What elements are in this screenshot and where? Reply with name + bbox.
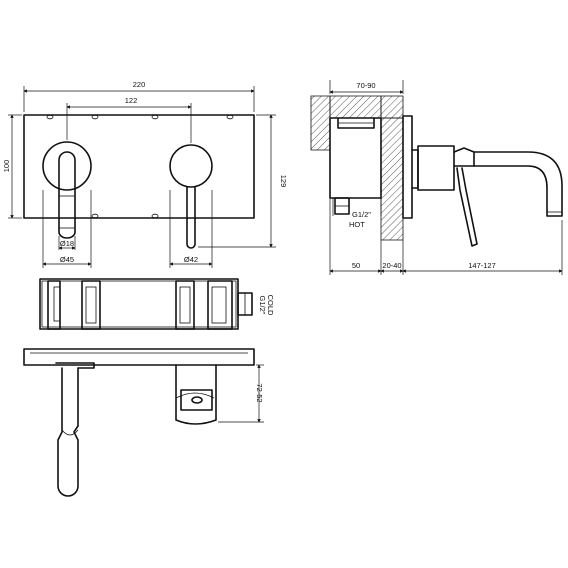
spout-rosette — [42, 141, 92, 191]
cold-label: COLD — [266, 295, 275, 316]
dim-plate-width: 220 — [133, 80, 146, 89]
wall-hatch — [310, 95, 331, 151]
cold-inlet-size: G1/2" — [258, 296, 267, 315]
dim-overall-height: 129 — [279, 175, 288, 188]
hot-inlet-size: G1/2" — [352, 210, 371, 219]
front-handle — [169, 144, 213, 188]
side-plate — [402, 115, 413, 219]
front-spout — [58, 151, 76, 239]
dim-spout-drop: 72-52 — [255, 383, 264, 402]
dim-spout-dia: Ø18 — [60, 239, 74, 248]
dim-spout-rosette-dia: Ø45 — [60, 255, 74, 264]
dim-spout-projection: 147-127 — [468, 261, 496, 270]
top-view: G1/2" COLD 72-52 — [23, 278, 275, 497]
dim-tile-depth: 20-40 — [382, 261, 401, 270]
body-box — [329, 117, 382, 199]
dim-body-depth: 50 — [352, 261, 360, 270]
front-lever — [186, 186, 196, 249]
hot-label: HOT — [349, 220, 365, 229]
side-mixer-body — [417, 145, 455, 191]
dim-center-distance: 122 — [125, 96, 138, 105]
top-handle — [175, 364, 217, 425]
top-plate — [23, 348, 255, 366]
front-plate — [23, 114, 255, 219]
side-lever — [456, 167, 478, 247]
top-spout — [55, 362, 95, 369]
dim-wall-depth: 70-90 — [356, 81, 375, 90]
dim-handle-dia: Ø42 — [184, 255, 198, 264]
front-view: 220 122 100 129 Ø18 Ø45 Ø42 — [2, 80, 288, 268]
dim-plate-height: 100 — [2, 160, 11, 173]
tile-hatch — [380, 117, 404, 241]
side-view: G1/2" HOT 70-90 50 20-40 147-127 — [310, 80, 563, 275]
side-spout — [473, 151, 563, 217]
plate-screws — [46, 114, 234, 219]
